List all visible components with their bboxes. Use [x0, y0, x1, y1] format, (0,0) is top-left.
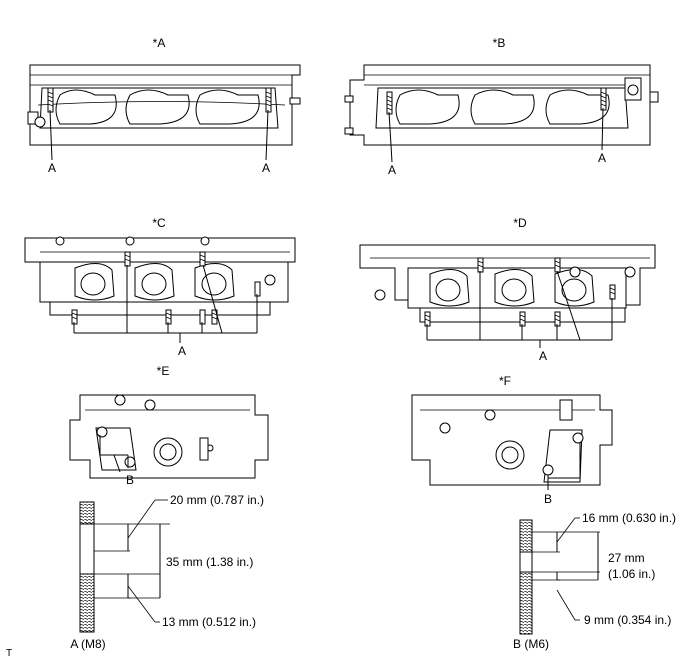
callout-f: B: [544, 492, 552, 506]
callout-b-right: A: [598, 151, 606, 165]
stud-b-figure: [519, 517, 600, 635]
footer-mark: T: [6, 648, 12, 659]
stud-b-dim-bottom: 9 mm (0.354 in.): [584, 613, 671, 627]
view-d-title: *D: [513, 216, 527, 230]
stud-a-shank: [79, 523, 95, 575]
callout-c: A: [178, 344, 186, 358]
callout-a-left: A: [48, 161, 56, 175]
stud-a-label: A (M8): [70, 637, 105, 651]
stud-a-dim-total: 35 mm (1.38 in.): [166, 555, 253, 569]
stud-b-dim-total-1: 27 mm: [608, 551, 645, 565]
stud-b-dim-total-2: (1.06 in.): [608, 567, 655, 581]
cylinder-head-f: [411, 394, 613, 486]
leader-e-4: [113, 454, 121, 473]
view-b: *B A A: [344, 36, 659, 177]
callout-a-right: A: [262, 161, 270, 175]
leader-d: [426, 270, 613, 348]
leader-b-right: [601, 107, 604, 151]
view-c-title: *C: [152, 216, 166, 230]
callout-e: B: [126, 473, 134, 487]
view-e: *E B: [69, 364, 269, 487]
view-b-title: *B: [493, 36, 506, 50]
stud-b-shank: [519, 551, 533, 573]
view-a: *A A A: [27, 36, 301, 175]
stud-b-dim-top: 16 mm (0.630 in.): [582, 511, 676, 525]
stud-a-dim-top: 20 mm (0.787 in.): [170, 493, 264, 507]
leader-c: [73, 264, 258, 343]
cylinder-head-e: [69, 394, 269, 479]
view-f-title: *F: [499, 374, 511, 388]
stud-a-dim-bottom: 13 mm (0.512 in.): [162, 615, 256, 629]
view-c: *C: [24, 216, 296, 358]
leader-a-left: [49, 109, 53, 161]
leader-b-left: [388, 111, 393, 163]
view-e-title: *E: [157, 364, 170, 378]
view-a-title: *A: [153, 36, 166, 50]
cylinder-head-a: [27, 64, 301, 146]
stud-a-figure: [79, 499, 170, 633]
leader-a-right: [265, 109, 269, 161]
cylinder-head-c: [24, 236, 296, 325]
view-d: *D: [359, 216, 656, 363]
callout-d: A: [539, 349, 547, 363]
view-f: *F B: [411, 374, 613, 506]
cylinder-head-b: [344, 64, 659, 146]
callout-b-left: A: [388, 163, 396, 177]
stud-b-label: B (M6): [513, 637, 549, 651]
cylinder-head-d: [359, 244, 656, 327]
